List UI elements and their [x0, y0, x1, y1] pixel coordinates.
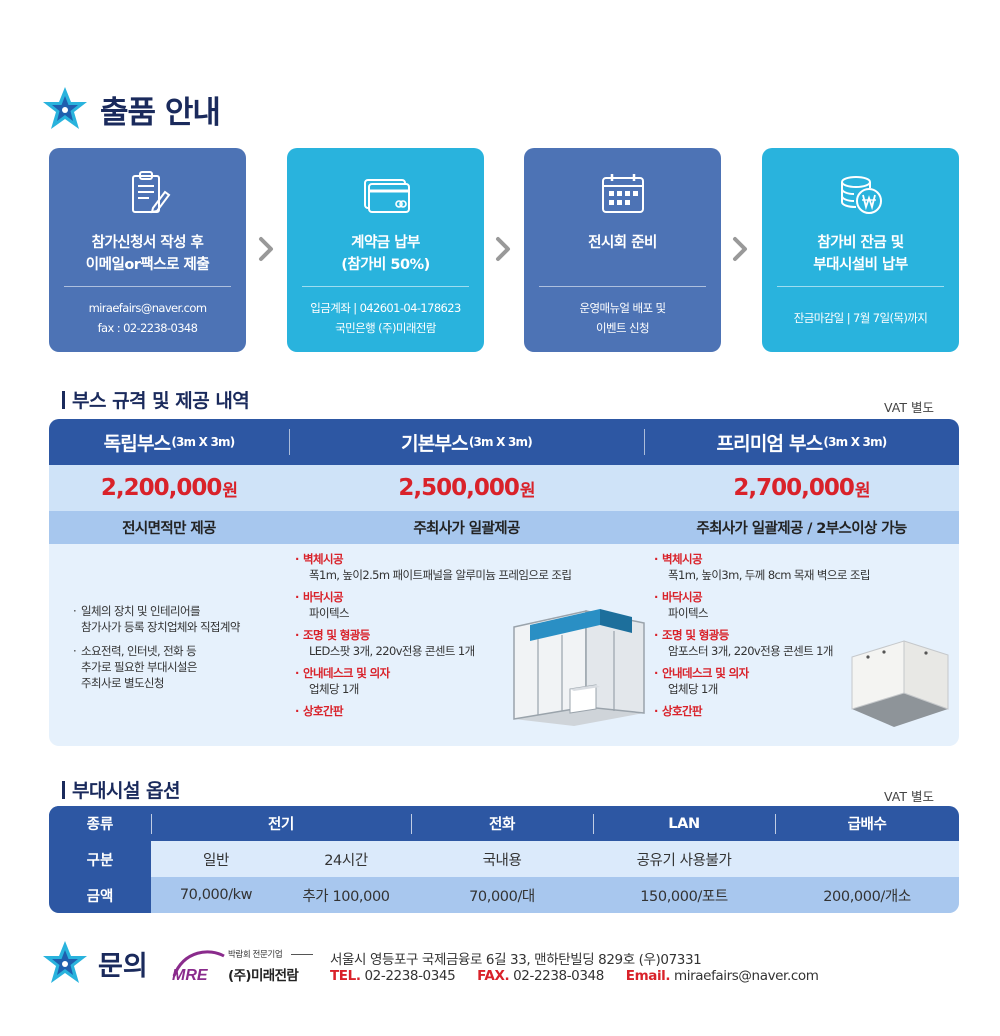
- row-label-category: 구분: [49, 841, 151, 877]
- row-label-type: 종류: [49, 806, 151, 841]
- chevron-right-icon: [259, 237, 273, 261]
- provision-basic: 주최사가 일괄제공: [413, 521, 520, 537]
- header-phone: 전화: [489, 817, 515, 833]
- options-section-title: 부대시설 옵션: [62, 776, 181, 803]
- company-logo-mark: MRE: [172, 950, 225, 984]
- star-icon: [43, 941, 87, 983]
- contact-info: TEL. 02-2238-0345 FAX. 02-2238-0348 Emai…: [330, 968, 819, 984]
- fax-number: 02-2238-0348: [513, 968, 604, 984]
- provision-premium: 주최사가 일괄제공 / 2부스이상 가능: [696, 521, 907, 537]
- price-phone: 70,000/대: [469, 888, 535, 905]
- options-table: 전기 전화 LAN 급배수 종류 구분 금액 일반 24시간 국내용 공유기 사…: [49, 806, 959, 913]
- booth-table: 독립부스(3m X 3m) 기본부스(3m X 3m) 프리미엄 부스(3m X…: [49, 419, 959, 746]
- booth-col-premium: 프리미엄 부스(3m X 3m): [716, 432, 888, 455]
- independent-notes: 일체의 장치 및 인테리어를 참가사가 등록 장치업체와 직접계약 소요전력, …: [73, 603, 240, 699]
- step-3-title: 전시회 준비: [588, 235, 657, 251]
- calendar-icon: [601, 174, 644, 213]
- chevron-right-icon: [496, 237, 510, 261]
- booth-table-header: 독립부스(3m X 3m) 기본부스(3m X 3m) 프리미엄 부스(3m X…: [49, 419, 959, 465]
- contact-title: 문의: [40, 938, 148, 988]
- list-item: 소요전력, 인터넷, 전화 등 추가로 필요한 부대시설은 주최사로 별도신청: [73, 643, 240, 691]
- header-lan: LAN: [668, 815, 700, 832]
- header-water: 급배수: [847, 817, 887, 833]
- main-title: 출품 안내: [40, 84, 221, 134]
- company-name: (주)미래전람: [228, 968, 299, 984]
- coin-won-icon: [840, 176, 882, 214]
- options-header-row: 전기 전화 LAN 급배수: [49, 806, 959, 841]
- sub-lan: 공유기 사용불가: [636, 852, 732, 869]
- price-electric-general: 70,000/kw: [179, 887, 253, 903]
- contact-title-text: 문의: [98, 950, 148, 982]
- price-lan: 150,000/포트: [640, 888, 728, 905]
- header-electric: 전기: [268, 817, 294, 833]
- chevron-right-icon: [733, 237, 747, 261]
- email-link[interactable]: miraefairs@naver.com: [674, 968, 819, 984]
- sub-water: [775, 841, 959, 877]
- options-vat-note: VAT 별도: [884, 789, 934, 804]
- list-item: 일체의 장치 및 인테리어를 참가사가 등록 장치업체와 직접계약: [73, 603, 240, 635]
- sub-electric-general: 일반: [203, 852, 229, 869]
- premium-booth-image: [851, 640, 949, 727]
- sub-electric-24h: 24시간: [324, 852, 368, 869]
- booth-section-title: 부스 규격 및 제공 내역: [62, 386, 250, 413]
- row-label-price: 금액: [49, 877, 151, 913]
- premium-features: 벽체시공 폭1m, 높이3m, 두께 8cm 목재 벽으로 조립 바닥시공 파이…: [654, 551, 870, 719]
- svg-text:MRE: MRE: [172, 967, 209, 984]
- booth-vat-note: VAT 별도: [884, 400, 934, 415]
- price-water: 200,000/개소: [823, 888, 911, 905]
- company-tagline: 박람회 전문기업: [228, 950, 283, 960]
- sub-phone: 국내용: [482, 852, 522, 869]
- star-icon: [43, 87, 87, 129]
- credit-card-icon: [363, 179, 410, 213]
- provision-independent: 전시면적만 제공: [122, 521, 216, 537]
- price-electric-24h: 추가 100,000: [302, 888, 390, 905]
- booth-col-basic: 기본부스(3m X 3m): [401, 432, 533, 455]
- company-address: 서울시 영등포구 국제금융로 6길 33, 맨하탄빌딩 829호 (우)0733…: [330, 952, 702, 968]
- step-2-title: 계약금 납부(참가비 50%): [341, 235, 430, 273]
- booth-col-independent: 독립부스(3m X 3m): [103, 432, 236, 455]
- basic-features: 벽체시공 폭1m, 높이2.5m 패이트패널을 알루미늄 프레임으로 조립 바닥…: [295, 551, 572, 719]
- company-logo: MRE 박람회 전문기업 (주)미래전람: [170, 946, 320, 986]
- clipboard-icon: [131, 171, 170, 214]
- booth-provision-row: 전시면적만 제공 주최사가 일괄제공 주최사가 일괄제공 / 2부스이상 가능: [49, 511, 959, 544]
- basic-booth-image: [513, 609, 645, 726]
- tel-number: 02-2238-0345: [364, 968, 456, 984]
- step-4-detail: 잔금마감일 | 7월 7일(목)까지: [793, 311, 928, 325]
- main-title-text: 출품 안내: [100, 94, 221, 131]
